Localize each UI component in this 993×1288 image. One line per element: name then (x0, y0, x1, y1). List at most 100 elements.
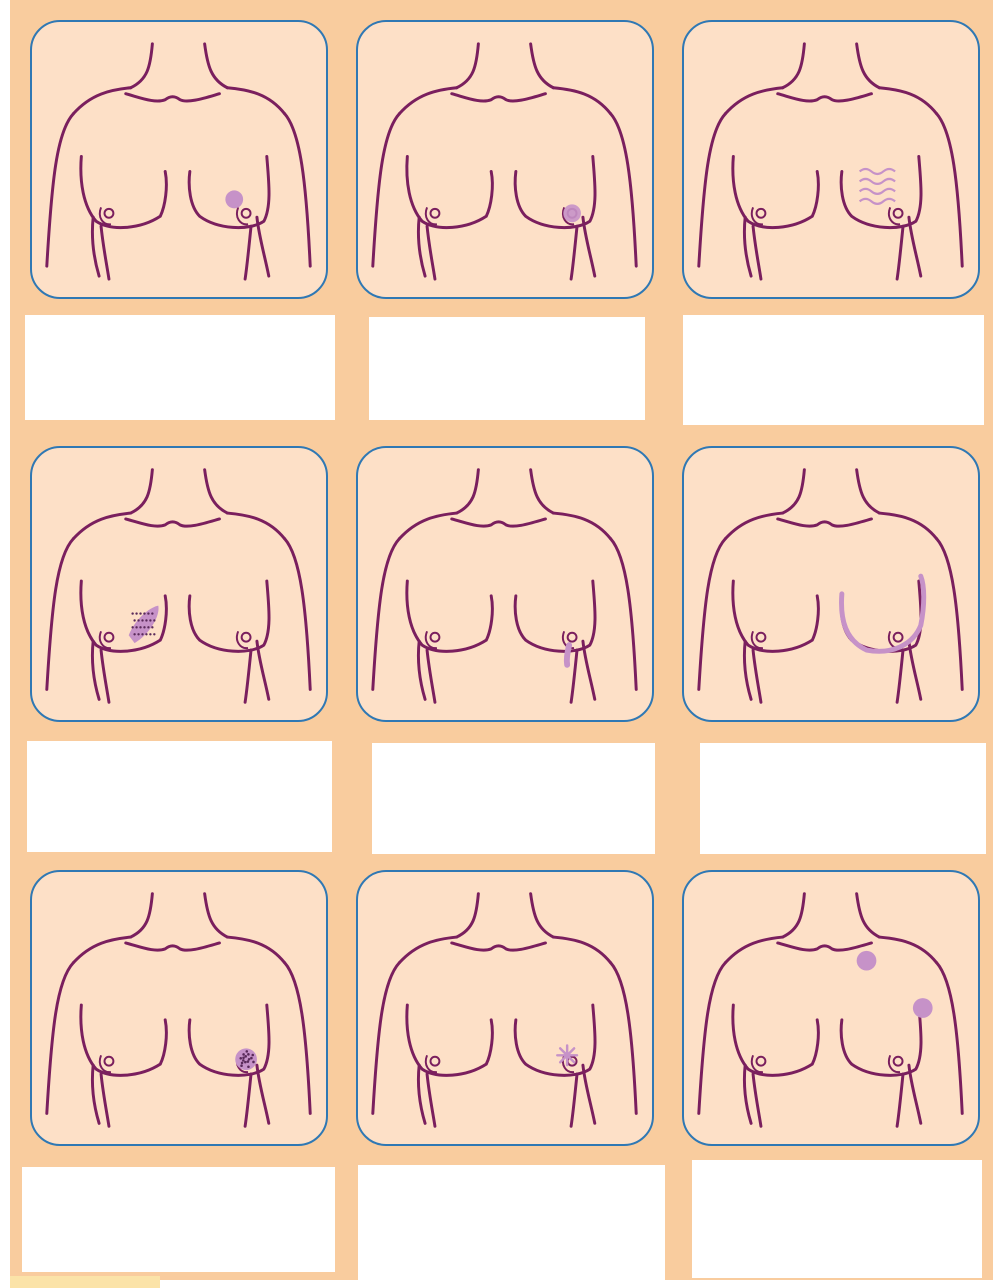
torso-outline-drawing (358, 22, 652, 297)
rash-dot (252, 1061, 255, 1064)
torso-outline-drawing (32, 22, 326, 297)
dimple-dot (145, 633, 147, 635)
label-box-7 (22, 1167, 335, 1272)
rash-dot (242, 1056, 245, 1059)
vein-pain-star-icon (557, 1045, 577, 1065)
rash-dot (240, 1064, 243, 1067)
nipple-left (757, 633, 766, 642)
nipple-discharge-icon (567, 645, 569, 665)
dimple-dot (139, 626, 141, 628)
nipple-right (242, 209, 251, 218)
torso-outline-drawing (684, 22, 978, 297)
dimple-dot (151, 626, 153, 628)
rash-dot (242, 1053, 245, 1056)
shape-change-mark (841, 576, 923, 651)
rash-dot (245, 1050, 248, 1053)
nipple-right (894, 1057, 903, 1066)
label-box-3 (683, 315, 984, 425)
dimple-dot (141, 619, 143, 621)
nipple-left (105, 633, 114, 642)
nipple-right (242, 633, 251, 642)
dimple-dot (135, 626, 137, 628)
rash-dot (251, 1054, 254, 1057)
symptom-panel-1 (30, 20, 328, 299)
symptom-panel-9 (682, 870, 980, 1146)
rash-dot (241, 1062, 244, 1065)
dimple-dot (137, 633, 139, 635)
dimple-dot (141, 633, 143, 635)
torso-outline-drawing (32, 872, 326, 1144)
wave-mark-1 (860, 169, 896, 174)
rash-dot (242, 1059, 245, 1062)
dimple-dot (143, 626, 145, 628)
rash-dot (239, 1057, 242, 1060)
label-box-4 (27, 741, 332, 852)
nipple-left (431, 209, 440, 218)
dimpled-patch-mark (129, 606, 159, 643)
discharge-mark (567, 645, 569, 665)
rash-dot (244, 1061, 247, 1064)
dimpled-skin-patch-icon (129, 606, 159, 643)
symptom-panel-8 (356, 870, 654, 1146)
dimple-dot (149, 619, 151, 621)
nipple-right (894, 633, 903, 642)
shape-size-change-icon (841, 576, 923, 651)
label-box-5 (372, 743, 655, 854)
lump-armpit-collarbone-icon (857, 951, 933, 1018)
torso-outline-drawing (358, 872, 652, 1144)
torso-outline-drawing (358, 448, 652, 720)
nipple-left (757, 209, 766, 218)
dimple-dot (151, 612, 153, 614)
rash-dot (247, 1053, 250, 1056)
label-box-9 (692, 1160, 982, 1278)
symptom-panel-7 (30, 870, 328, 1146)
skin-texture-waves-icon (860, 169, 896, 204)
nipple-left (105, 1057, 114, 1066)
page-edge-left (0, 0, 10, 1288)
symptom-panel-3 (682, 20, 980, 299)
nipple-left (105, 209, 114, 218)
wave-mark-2 (860, 179, 896, 184)
dimple-dot (137, 619, 139, 621)
nipple-left (757, 1057, 766, 1066)
armpit-lump-mark (913, 998, 933, 1018)
label-box-6 (700, 743, 986, 854)
rash-dot (250, 1057, 253, 1060)
label-box-2 (369, 317, 645, 420)
dimple-dot (147, 612, 149, 614)
symptom-panel-6 (682, 446, 980, 722)
rash-dot (247, 1060, 250, 1063)
page-edge-bottom-tab (10, 1276, 160, 1288)
nipple-change-icon (563, 204, 581, 222)
collarbone-lump-mark (857, 951, 877, 971)
dimple-dot (145, 619, 147, 621)
dimple-dot (153, 619, 155, 621)
dimple-dot (131, 612, 133, 614)
dimple-dot (133, 633, 135, 635)
rash-dot (244, 1055, 247, 1058)
label-box-8 (358, 1165, 665, 1281)
label-box-1 (25, 315, 335, 420)
nipple-left (431, 1057, 440, 1066)
lump-mark (225, 190, 243, 208)
wave-mark-3 (860, 189, 896, 194)
symptom-panel-2 (356, 20, 654, 299)
dimple-dot (131, 626, 133, 628)
nipple-right (894, 209, 903, 218)
rash-dot (248, 1058, 251, 1061)
lump-icon (225, 190, 243, 208)
nipple-rash-icon (235, 1048, 257, 1070)
rash-dot (247, 1065, 250, 1068)
dimple-dot (135, 612, 137, 614)
wave-mark-4 (860, 199, 896, 204)
dimple-dot (147, 626, 149, 628)
nipple-mark (563, 204, 581, 222)
torso-outline-drawing (32, 448, 326, 720)
nipple-right (568, 633, 577, 642)
dimple-dot (139, 612, 141, 614)
torso-outline-drawing (684, 448, 978, 720)
symptom-panel-5 (356, 446, 654, 722)
torso-outline-drawing (684, 872, 978, 1144)
dimple-dot (149, 633, 151, 635)
